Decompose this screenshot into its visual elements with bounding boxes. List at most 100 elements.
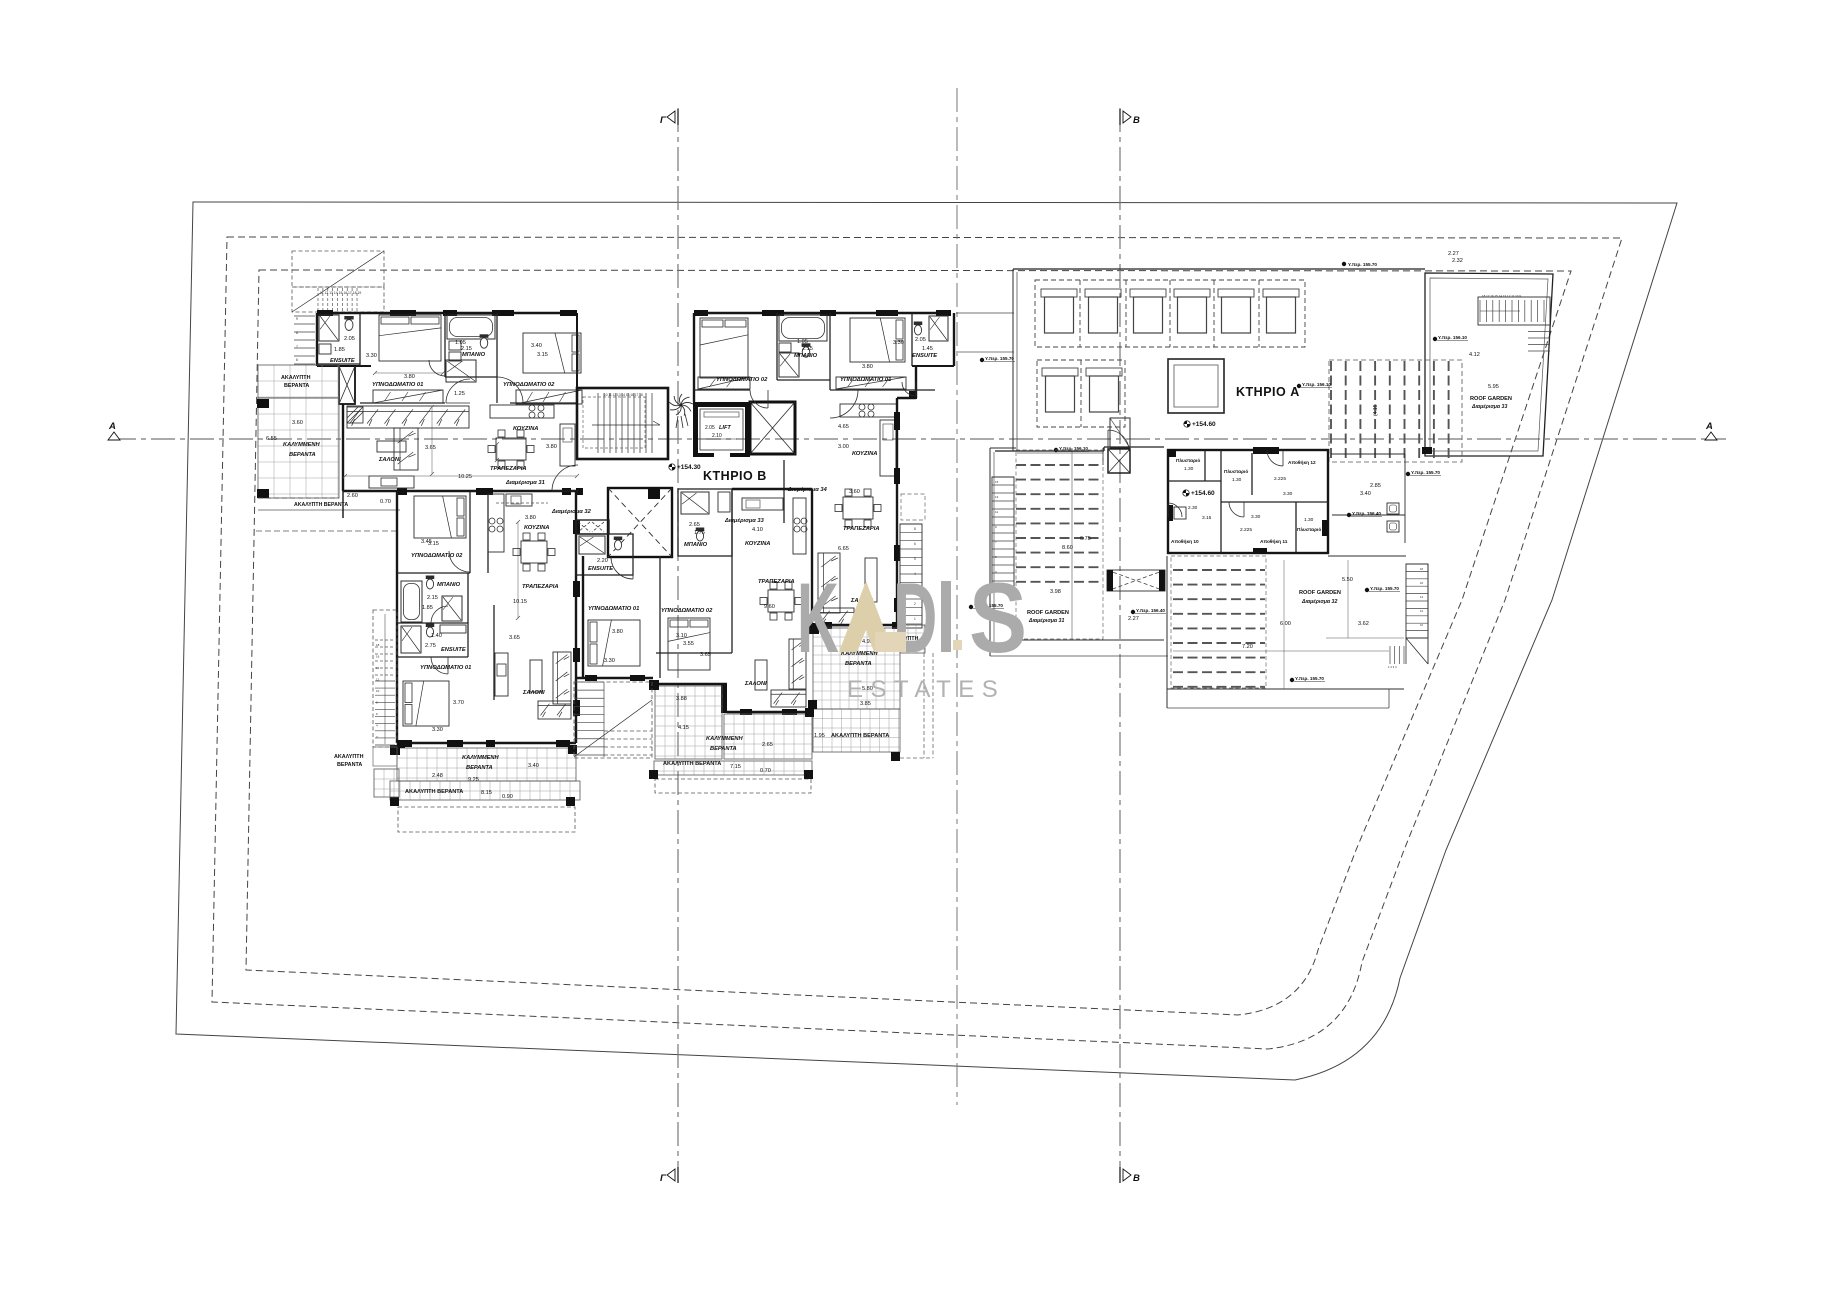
svg-text:5: 5	[914, 557, 916, 561]
svg-text:Y.περ. 156.10: Y.περ. 156.10	[1438, 335, 1467, 340]
svg-text:ΤΡΑΠΕΖΑΡΙΑ: ΤΡΑΠΕΖΑΡΙΑ	[490, 466, 527, 472]
svg-text:6.75: 6.75	[1080, 536, 1091, 542]
svg-text:ΑΚΑΛΥΠΤΗ ΒΕΡΑΝΤΑ: ΑΚΑΛΥΠΤΗ ΒΕΡΑΝΤΑ	[663, 761, 721, 767]
svg-text:3.30: 3.30	[432, 727, 443, 733]
svg-text:ΑΚΑΛΥΠΤΗ ΒΕΡΑΝΤΑ: ΑΚΑΛΥΠΤΗ ΒΕΡΑΝΤΑ	[831, 733, 889, 739]
svg-text:7: 7	[296, 345, 298, 349]
svg-text:3.30: 3.30	[604, 658, 615, 664]
svg-text:Διαμέρισμα 32: Διαμέρισμα 32	[551, 509, 592, 515]
svg-text:1.85: 1.85	[334, 347, 345, 353]
svg-text:3.65: 3.65	[509, 635, 520, 641]
svg-text:2.10: 2.10	[712, 433, 722, 439]
svg-text:ROOF GARDEN: ROOF GARDEN	[1027, 610, 1069, 616]
svg-text:ENSUITE: ENSUITE	[330, 358, 355, 364]
svg-text:6.00: 6.00	[1280, 621, 1291, 627]
svg-text:3.88: 3.88	[676, 696, 687, 702]
svg-text:Y.περ. 155.70: Y.περ. 155.70	[974, 603, 1003, 608]
svg-text:ΥΠΝΟΔΩΜΑΤΙΟ 02: ΥΠΝΟΔΩΜΑΤΙΟ 02	[411, 553, 463, 559]
svg-text:Αποθήκη 10: Αποθήκη 10	[1171, 539, 1199, 545]
svg-text:2.27: 2.27	[1128, 616, 1139, 622]
svg-text:ENSUITE: ENSUITE	[912, 353, 938, 359]
svg-text:D: D	[893, 563, 937, 674]
svg-text:3.80: 3.80	[546, 444, 557, 450]
svg-text:ΚΑΛΥΜΜΕΝΗ: ΚΑΛΥΜΜΕΝΗ	[283, 442, 320, 448]
svg-text:3.80: 3.80	[525, 515, 536, 521]
svg-text:ΥΠΝΟΔΩΜΑΤΙΟ 01: ΥΠΝΟΔΩΜΑΤΙΟ 01	[588, 606, 639, 612]
svg-text:6: 6	[376, 712, 378, 716]
svg-text:1.30: 1.30	[1184, 466, 1194, 472]
svg-text:ΒΕΡΑΝΤΑ: ΒΕΡΑΝΤΑ	[466, 765, 493, 771]
svg-text:ΚΤΗΡΙΟ A: ΚΤΗΡΙΟ A	[1236, 385, 1300, 399]
svg-text:2.27: 2.27	[1448, 251, 1459, 257]
svg-text:2.15: 2.15	[802, 346, 813, 352]
svg-text:+154.30: +154.30	[677, 464, 701, 471]
svg-text:1: 1	[914, 617, 916, 621]
svg-text:7: 7	[995, 540, 997, 544]
svg-text:9: 9	[995, 525, 997, 529]
svg-text:11 12 13 14 15 16 17 18 19: 11 12 13 14 15 16 17 18 19	[320, 291, 361, 295]
svg-text:1.05: 1.05	[455, 340, 466, 346]
svg-text:2: 2	[914, 602, 916, 606]
svg-text:7.20: 7.20	[1242, 644, 1253, 650]
svg-text:3.40: 3.40	[1360, 491, 1371, 497]
svg-text:ESTATES: ESTATES	[847, 676, 1005, 703]
svg-text:3.40: 3.40	[528, 763, 539, 769]
svg-text:3.15: 3.15	[537, 352, 548, 358]
svg-text:Πλυσταριό: Πλυσταριό	[1176, 458, 1200, 464]
svg-text:ΤΡΑΠΕΖΑΡΙΑ: ΤΡΑΠΕΖΑΡΙΑ	[522, 584, 559, 590]
svg-text:1 2 3 4: 1 2 3 4	[1388, 665, 1397, 669]
svg-text:3.98: 3.98	[1050, 589, 1061, 595]
svg-text:1.25: 1.25	[454, 391, 465, 397]
svg-text:1.75: 1.75	[694, 530, 705, 536]
svg-text:S: S	[969, 563, 1027, 673]
svg-text:10.15: 10.15	[513, 599, 527, 605]
svg-text:3.80: 3.80	[612, 629, 623, 635]
svg-text:16: 16	[376, 655, 380, 659]
svg-text:ΣΑΛΟΝΙ: ΣΑΛΟΝΙ	[378, 457, 401, 463]
svg-text:5.95: 5.95	[1488, 384, 1499, 390]
svg-text:ΚΑΛΥΜΜΕΝΗ: ΚΑΛΥΜΜΕΝΗ	[841, 651, 878, 657]
svg-text:3.60: 3.60	[292, 420, 303, 426]
svg-text:ΥΠΝΟΔΩΜΑΤΙΟ 01: ΥΠΝΟΔΩΜΑΤΙΟ 01	[372, 382, 423, 388]
svg-text:Διαμέρισμα 33: Διαμέρισμα 33	[724, 518, 765, 524]
svg-text:3.45: 3.45	[421, 539, 432, 545]
svg-text:ΚΟΥΖΙΝΑ: ΚΟΥΖΙΝΑ	[524, 525, 549, 531]
svg-text:2.225: 2.225	[1240, 527, 1252, 533]
svg-text:18: 18	[1420, 567, 1424, 571]
svg-text:3.62: 3.62	[1358, 621, 1369, 627]
svg-text:ΑΚΑΛΥΠΤΗ ΒΕΡΑΝΤΑ: ΑΚΑΛΥΠΤΗ ΒΕΡΑΝΤΑ	[294, 502, 348, 508]
svg-text:B: B	[1133, 1173, 1140, 1184]
svg-text:(4.15: (4.15	[1373, 404, 1379, 416]
svg-text:ΚΟΥΖΙΝΑ: ΚΟΥΖΙΝΑ	[513, 426, 538, 432]
svg-text:11: 11	[995, 510, 998, 514]
svg-text:1.45: 1.45	[922, 346, 933, 352]
svg-text:ΑΚΑΛΥΠΤΗ: ΑΚΑΛΥΠΤΗ	[281, 375, 311, 381]
svg-text:2.75: 2.75	[425, 643, 436, 649]
svg-text:4: 4	[914, 572, 916, 576]
svg-text:12: 12	[1420, 609, 1424, 613]
svg-text:ΥΠΝΟΔΩΜΑΤΙΟ 02: ΥΠΝΟΔΩΜΑΤΙΟ 02	[661, 608, 713, 614]
svg-text:ΚΑΛΥΜΜΕΝΗ: ΚΑΛΥΜΜΕΝΗ	[706, 736, 743, 742]
svg-text:3.60: 3.60	[849, 489, 860, 495]
svg-text:3.00: 3.00	[838, 444, 849, 450]
svg-text:5.80: 5.80	[862, 686, 873, 692]
svg-text:2.85: 2.85	[1370, 483, 1381, 489]
svg-text:ΥΠΝΟΔΩΜΑΤΙΟ 02: ΥΠΝΟΔΩΜΑΤΙΟ 02	[503, 382, 555, 388]
svg-text:3.15: 3.15	[428, 541, 439, 547]
svg-text:A: A	[108, 421, 116, 432]
svg-text:7.15: 7.15	[730, 764, 741, 770]
svg-text:Αποθήκη 11: Αποθήκη 11	[1260, 539, 1288, 545]
svg-text:Y.περ. 156.40: Y.περ. 156.40	[1352, 511, 1381, 516]
svg-text:10: 10	[1420, 623, 1424, 627]
svg-text:ΥΠΝΟΔΩΜΑΤΙΟ 01: ΥΠΝΟΔΩΜΑΤΙΟ 01	[420, 665, 471, 671]
svg-text:4: 4	[376, 724, 378, 728]
svg-text:3.65: 3.65	[425, 445, 436, 451]
svg-text:3.30: 3.30	[1251, 514, 1261, 520]
svg-text:Διαμέρισμα 33: Διαμέρισμα 33	[1471, 404, 1507, 410]
svg-text:3.55: 3.55	[683, 641, 694, 647]
svg-text:16: 16	[1420, 581, 1424, 585]
svg-text:ROOF GARDEN: ROOF GARDEN	[1299, 590, 1341, 596]
svg-text:Γ: Γ	[660, 115, 667, 126]
svg-text:13: 13	[995, 495, 999, 499]
svg-text:Γ: Γ	[660, 1173, 667, 1184]
